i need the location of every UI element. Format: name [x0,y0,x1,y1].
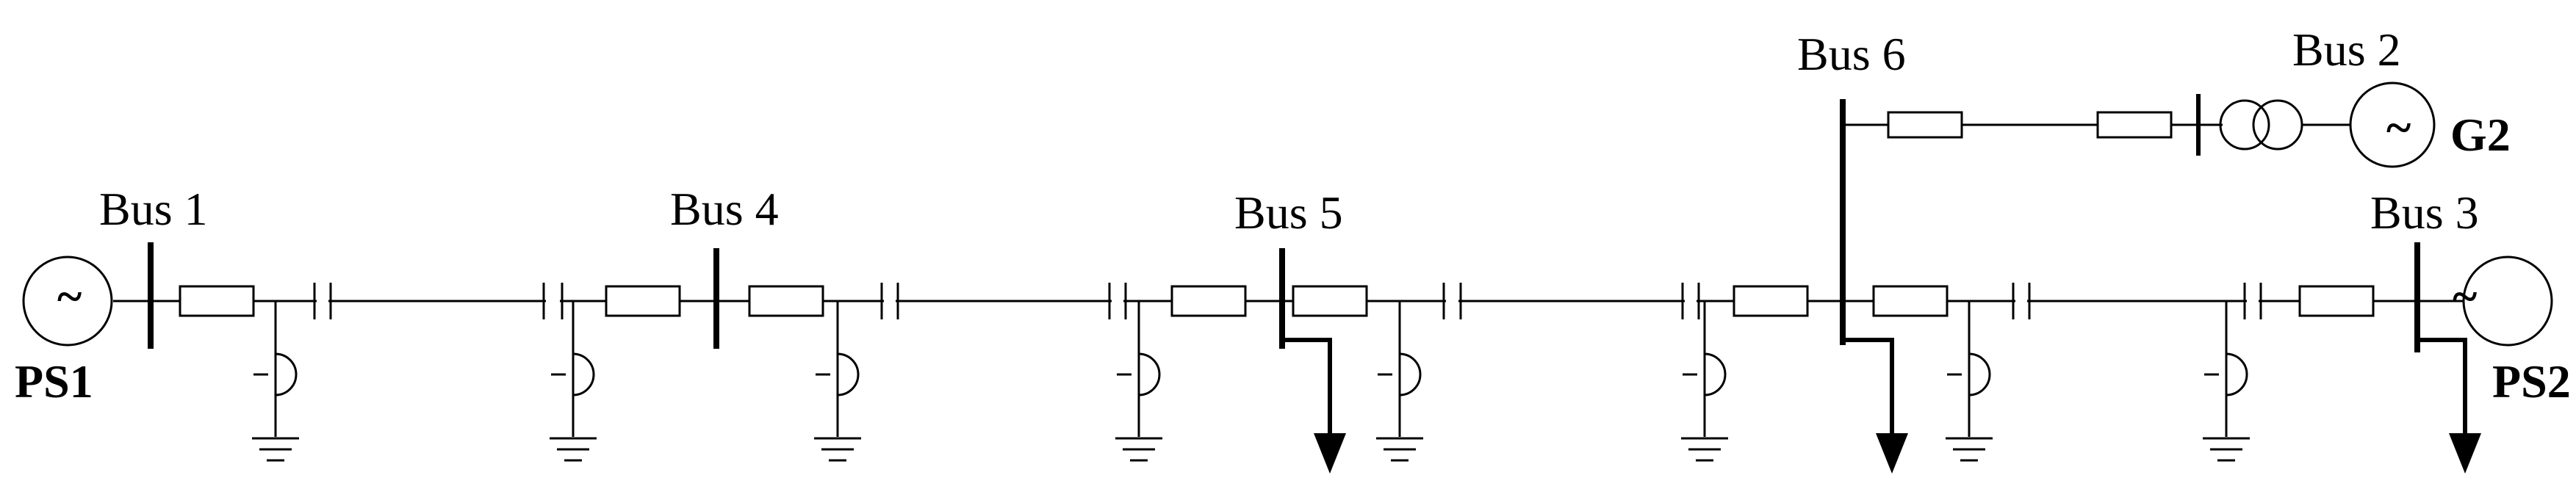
impedance-box [1292,285,1368,317]
arrester-arc [275,352,298,396]
impedance-box [2096,111,2173,139]
impedance-box [1170,285,1247,317]
load-arrow [2449,433,2481,474]
load-arrow [1876,433,1908,474]
impedance-box [179,285,255,317]
ps2-label: PS2 [2492,355,2571,408]
arrester-arc [2226,352,2248,396]
load-connection [1843,338,1894,441]
bus-4-label: Bus 4 [670,183,779,235]
impedance-box [748,285,824,317]
ps1-source-symbol: ~ [57,270,82,322]
line-impedances [179,285,2375,317]
series-capacitors [313,283,2262,319]
impedance-box [1887,111,1963,139]
generator-symbols [22,82,2553,347]
bus6-branch [1843,94,2350,156]
g2-source-symbol: ~ [2386,101,2411,153]
ps1-generator [22,256,113,347]
ps2-generator [2462,256,2553,347]
bus-loads [1282,338,2481,474]
load-arrow [1314,433,1346,474]
transformer-winding [2252,99,2303,151]
impedance-box [605,285,681,317]
g2-generator [2349,82,2436,168]
bus-6-label: Bus 6 [1797,28,1906,80]
load-connection [2417,338,2467,441]
busbars [148,99,2420,352]
arrester-arc [1968,352,1991,396]
impedance-box [1872,285,1949,317]
arrester-arc [1704,352,1727,396]
transformer-winding [2219,99,2270,151]
surge-arresters [252,301,2250,462]
ps2-source-symbol: ~ [2453,270,2478,322]
g2-label: G2 [2450,109,2511,161]
arrester-arc [1399,352,1422,396]
arrester-arc [1138,352,1161,396]
impedance-box [1733,285,1809,317]
ps1-label: PS1 [15,355,93,408]
bus-2-label: Bus 2 [2292,23,2401,76]
bus-3-label: Bus 3 [2370,186,2479,239]
impedance-box [2298,285,2375,317]
load-connection [1282,338,1332,441]
arrester-arc [837,352,860,396]
arrester-arc [572,352,595,396]
bus-5-label: Bus 5 [1234,186,1343,239]
bus-1-label: Bus 1 [99,183,208,235]
